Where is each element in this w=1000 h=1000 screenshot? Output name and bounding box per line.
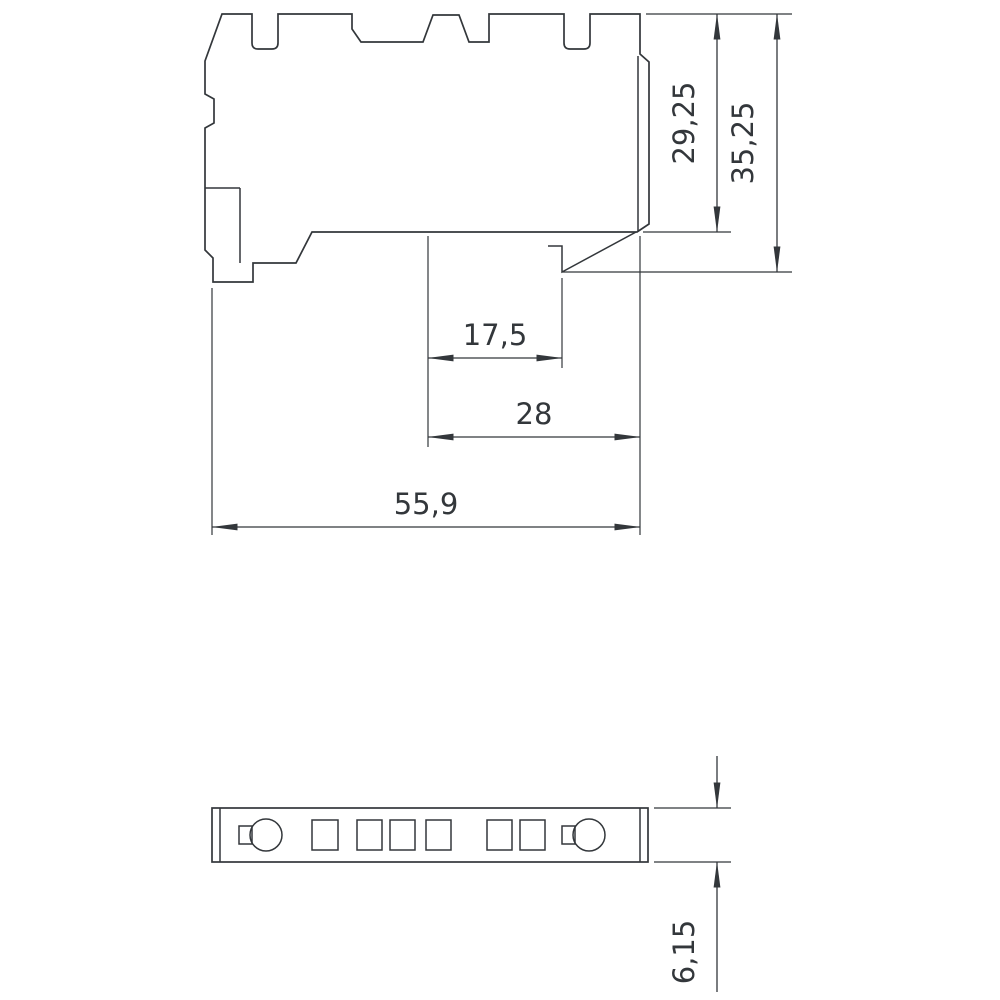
footprint-end-walls	[219, 808, 641, 862]
footprint-cutout-2	[356, 819, 383, 851]
footprint-outline	[211, 807, 649, 863]
dimension-label-29-25: 29,25	[667, 81, 701, 164]
dimension-label-28: 28	[516, 397, 553, 431]
footprint-cutout-3	[389, 819, 416, 851]
mounting-notch-left	[238, 825, 253, 845]
bottom-right-flap	[548, 231, 637, 274]
dimension-height-total: 35,25	[562, 13, 792, 273]
mounting-notch-right	[561, 825, 576, 845]
footprint-cutout-4	[425, 819, 452, 851]
foot-shoulder-line	[205, 187, 241, 263]
footprint-cutout-5	[486, 819, 513, 851]
dimension-label-17-5: 17,5	[463, 318, 528, 352]
dimension-label-6-15: 6,15	[667, 920, 701, 985]
dimension-thickness: 6,15	[654, 756, 731, 992]
dimension-width-total: 55,9	[211, 288, 641, 535]
footprint-view	[211, 807, 649, 863]
mounting-hole-left	[249, 818, 283, 852]
dimension-label-55-9: 55,9	[394, 487, 459, 521]
side-profile-view	[204, 13, 650, 283]
mounting-hole-right	[572, 818, 606, 852]
dimension-width-mid: 28	[427, 236, 641, 535]
footprint-cutout-6	[519, 819, 546, 851]
dimension-height-inner: 29,25	[643, 13, 792, 233]
side-profile-outline	[204, 13, 650, 283]
dimension-width-inner: 17,5	[427, 236, 563, 368]
footprint-cutout-1	[311, 819, 339, 851]
dimension-label-35-25: 35,25	[726, 101, 760, 184]
